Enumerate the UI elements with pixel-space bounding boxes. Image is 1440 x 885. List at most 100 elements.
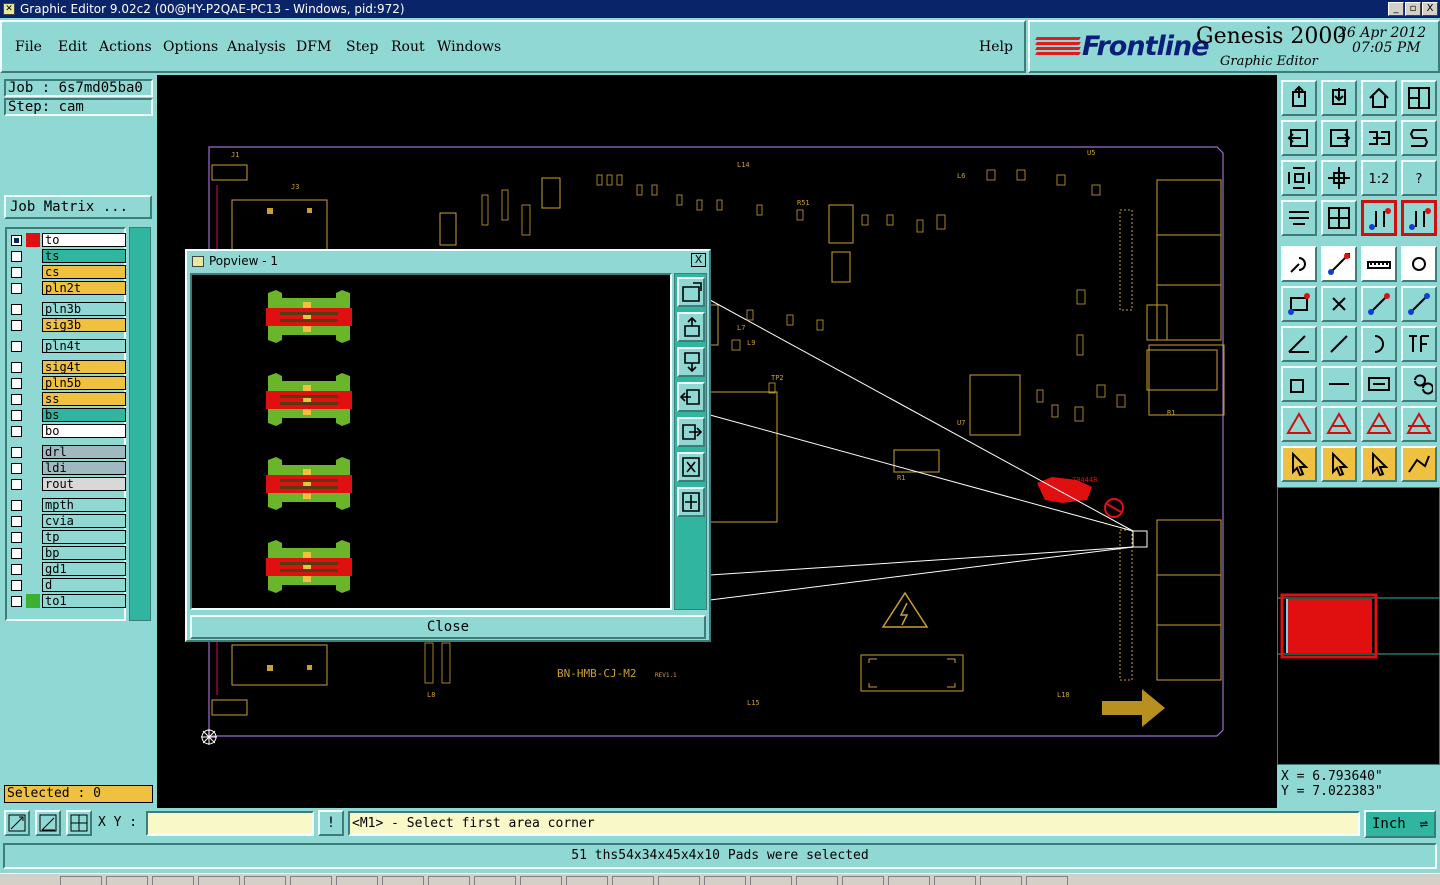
menu-analysis[interactable]: Analysis <box>227 39 286 55</box>
layer-color-swatch[interactable] <box>26 318 40 332</box>
layer-row-pln2t[interactable]: pln2t <box>9 281 126 295</box>
popview-close-button[interactable]: Close <box>190 615 706 639</box>
layer-row-sig4t[interactable]: sig4t <box>9 360 126 374</box>
layer-checkbox[interactable] <box>11 426 22 437</box>
layer-checkbox[interactable] <box>11 479 22 490</box>
layer-row-to[interactable]: to <box>9 233 126 247</box>
grid-button[interactable] <box>66 810 92 836</box>
layer-row-sig3b[interactable]: sig3b <box>9 318 126 332</box>
taskbar-item[interactable] <box>474 876 516 885</box>
popview-up-button[interactable] <box>677 312 705 342</box>
layer-checkbox[interactable] <box>11 500 22 511</box>
pad-tool-button[interactable] <box>1281 246 1317 282</box>
line-blue-dot-button[interactable] <box>1401 286 1437 322</box>
layer-checkbox[interactable] <box>11 463 22 474</box>
triangle-warn-button[interactable] <box>1401 406 1437 442</box>
grid-view-button[interactable] <box>1321 200 1357 236</box>
layer-checkbox[interactable] <box>11 267 22 278</box>
popview-down-button[interactable] <box>677 347 705 377</box>
triangle-fill-button[interactable] <box>1361 406 1397 442</box>
popview-left-button[interactable] <box>677 382 705 412</box>
taskbar-item[interactable] <box>704 876 746 885</box>
pan-left-button[interactable] <box>1281 120 1317 156</box>
layer-color-swatch[interactable] <box>26 233 40 247</box>
menu-options[interactable]: Options <box>163 39 219 55</box>
layer-color-swatch[interactable] <box>26 392 40 406</box>
layer-checkbox[interactable] <box>11 341 22 352</box>
ruler-button[interactable] <box>1361 246 1397 282</box>
triangle-button[interactable] <box>1281 406 1317 442</box>
job-matrix-button[interactable]: Job Matrix ... <box>4 195 152 219</box>
home-button[interactable] <box>1361 80 1397 116</box>
taskbar-item[interactable] <box>934 876 976 885</box>
layer-row-to1[interactable]: to1 <box>9 594 126 608</box>
layer-checkbox[interactable] <box>11 304 22 315</box>
pad-select-button[interactable] <box>1281 366 1317 402</box>
s-curve-button[interactable] <box>1401 120 1437 156</box>
taskbar-item[interactable] <box>428 876 470 885</box>
layer-row-d[interactable]: d <box>9 578 126 592</box>
layer-row-ss[interactable]: ss <box>9 392 126 406</box>
layer-up-button[interactable] <box>1281 80 1317 116</box>
menu-file[interactable]: File <box>15 39 42 55</box>
layer-row-gd1[interactable]: gd1 <box>9 562 126 576</box>
layer-row-ts[interactable]: ts <box>9 249 126 263</box>
popview-title-bar[interactable]: Popview - 1 <box>189 252 707 270</box>
taskbar-item[interactable] <box>106 876 148 885</box>
select-move-button[interactable] <box>1361 446 1397 482</box>
layer-checkbox[interactable] <box>11 378 22 389</box>
layer-color-swatch[interactable] <box>26 461 40 475</box>
layer-checkbox[interactable] <box>11 580 22 591</box>
menu-step[interactable]: Step <box>346 39 379 55</box>
group-button[interactable] <box>1401 366 1437 402</box>
layer-color-swatch[interactable] <box>26 594 40 608</box>
layer-row-pln3b[interactable]: pln3b <box>9 302 126 316</box>
help-button[interactable]: ? <box>1401 160 1437 196</box>
zoom-1to1-button[interactable]: 1:2 <box>1361 160 1397 196</box>
layer-color-swatch[interactable] <box>26 578 40 592</box>
minimize-button[interactable]: _ <box>1388 2 1404 16</box>
measure-button[interactable] <box>35 810 61 836</box>
xy-input[interactable] <box>146 811 314 836</box>
snap-button[interactable] <box>1361 200 1397 236</box>
overview-panel[interactable] <box>1277 487 1440 765</box>
layer-checkbox[interactable] <box>11 564 22 575</box>
pan-right-button[interactable] <box>1321 120 1357 156</box>
menu-rout[interactable]: Rout <box>391 39 425 55</box>
layer-list-scrollbar[interactable] <box>129 227 151 621</box>
layer-row-ldi[interactable]: ldi <box>9 461 126 475</box>
connect-button[interactable] <box>1281 286 1317 322</box>
taskbar-item[interactable] <box>1026 876 1068 885</box>
menu-dfm[interactable]: DFM <box>296 39 332 55</box>
slash-line-button[interactable] <box>1321 326 1357 362</box>
select-path-button[interactable] <box>1401 446 1437 482</box>
circle-pad-button[interactable] <box>1401 246 1437 282</box>
taskbar-item[interactable] <box>980 876 1022 885</box>
layer-color-swatch[interactable] <box>26 498 40 512</box>
popview-zoom-out-button[interactable] <box>677 487 705 517</box>
reverse-button[interactable] <box>1361 120 1397 156</box>
layer-checkbox[interactable] <box>11 283 22 294</box>
maximize-button[interactable]: ▫ <box>1405 2 1421 16</box>
cross-button[interactable] <box>1321 286 1357 322</box>
layer-row-rout[interactable]: rout <box>9 477 126 491</box>
angle-line-button[interactable] <box>1281 326 1317 362</box>
tools-button[interactable] <box>1281 200 1317 236</box>
layer-checkbox[interactable] <box>11 596 22 607</box>
taskbar-item[interactable] <box>520 876 562 885</box>
layer-color-swatch[interactable] <box>26 562 40 576</box>
close-window-button[interactable]: X <box>1422 2 1438 16</box>
layer-color-swatch[interactable] <box>26 281 40 295</box>
split-view-button[interactable] <box>1401 80 1437 116</box>
unit-selector[interactable]: Inch ⇌ <box>1364 810 1436 838</box>
layer-color-swatch[interactable] <box>26 339 40 353</box>
resize-button[interactable] <box>1361 366 1397 402</box>
text-tool-button[interactable] <box>1401 326 1437 362</box>
layer-color-swatch[interactable] <box>26 408 40 422</box>
layer-checkbox[interactable] <box>11 394 22 405</box>
minus-button[interactable] <box>1321 366 1357 402</box>
layer-checkbox[interactable] <box>11 548 22 559</box>
layer-color-swatch[interactable] <box>26 514 40 528</box>
menu-edit[interactable]: Edit <box>58 39 88 55</box>
layer-row-bs[interactable]: bs <box>9 408 126 422</box>
